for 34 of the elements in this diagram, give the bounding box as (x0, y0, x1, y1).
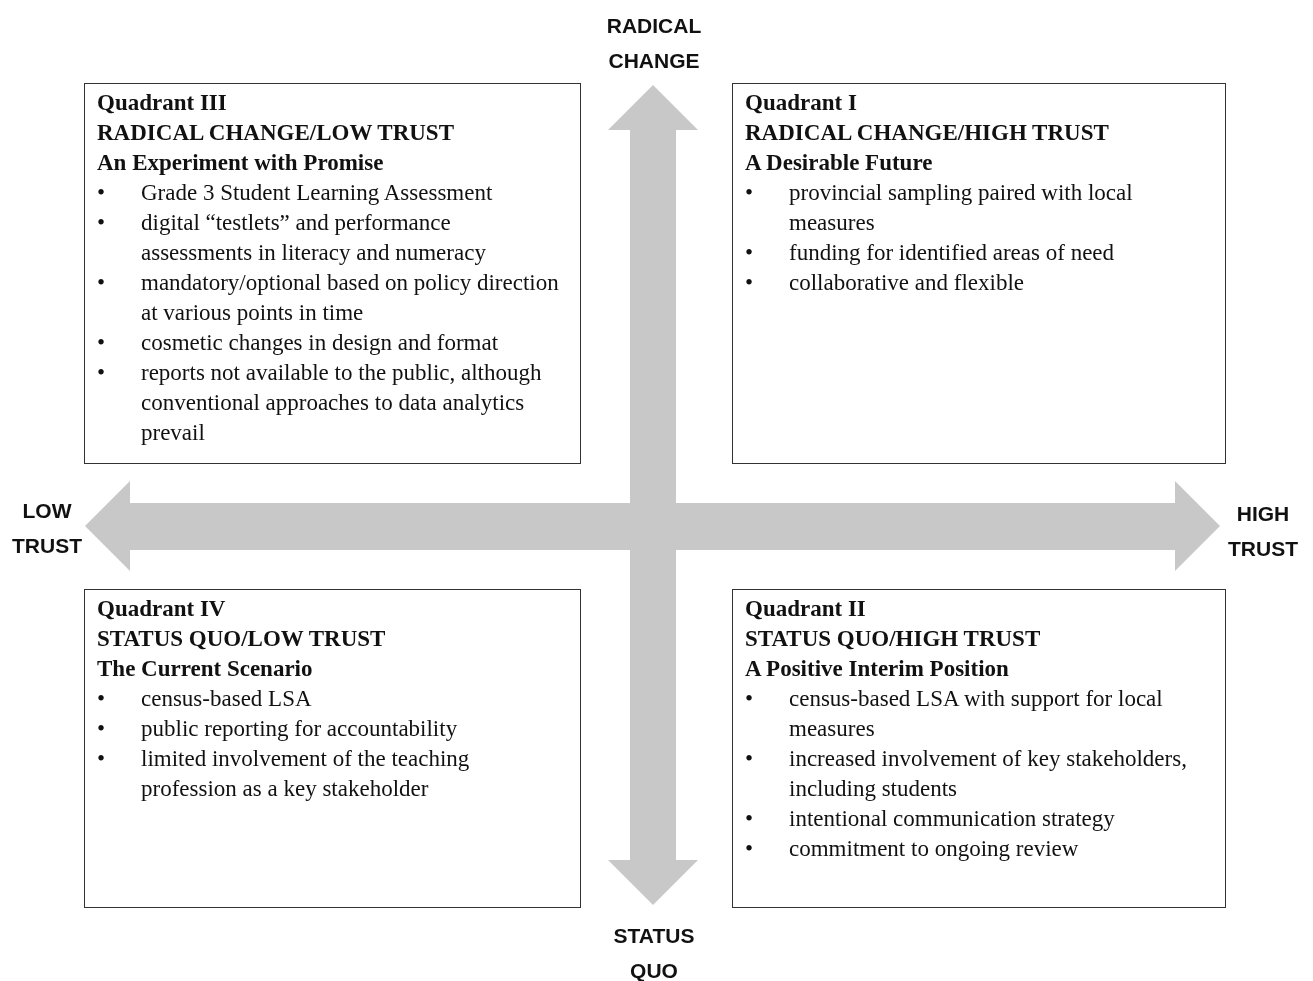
quadrant-heading: RADICAL CHANGE/LOW TRUST (97, 119, 455, 147)
axis-label: LOW TRUST (11, 498, 83, 559)
bullet-item: • limited involvement of the teaching profession as a key stakeholder (97, 745, 471, 803)
bullet-item: • increased involvement of key stakeholders, including students (745, 745, 1188, 803)
bullet-item: • mandatory/optional based on policy direction at various points in time (97, 269, 560, 327)
quadrant-heading: STATUS QUO/HIGH TRUST (745, 625, 1042, 653)
axis-label: RADICAL CHANGE (605, 13, 703, 74)
bullet-item: • census-based LSA (97, 685, 313, 713)
quadrant-heading: STATUS QUO/LOW TRUST (97, 625, 387, 653)
axis-label: HIGH TRUST (1227, 501, 1299, 562)
bullet-item: • public reporting for accountability (97, 715, 459, 743)
quadrant-box (732, 83, 1226, 464)
quadrant-box (84, 83, 581, 464)
quadrant-heading: Quadrant III (97, 89, 228, 117)
quadrant-heading: An Experiment with Promise (97, 149, 385, 177)
bullet-item: • census-based LSA with support for local measures (745, 685, 1164, 743)
quadrant-heading: A Desirable Future (745, 149, 934, 177)
bullet-item: • digital “testlets” and performance assessments in literacy and numeracy (97, 209, 487, 267)
bullet-item: • provincial sampling paired with local measures (745, 179, 1134, 237)
bullet-item: • commitment to ongoing review (745, 835, 1080, 863)
bullet-item: • funding for identified areas of need (745, 239, 1116, 267)
quadrant-box (84, 589, 581, 908)
quadrant-heading: Quadrant IV (97, 595, 227, 623)
bullet-item: • reports not available to the public, although conventional approaches to data analytics prevail (97, 359, 543, 447)
bullet-item: • collaborative and flexible (745, 269, 1025, 297)
quadrant-heading: Quadrant I (745, 89, 858, 117)
bullet-item: • intentional communication strategy (745, 805, 1116, 833)
bullet-item: • Grade 3 Student Learning Assessment (97, 179, 494, 207)
bullet-item: • cosmetic changes in design and format (97, 329, 500, 357)
quadrant-heading: A Positive Interim Position (745, 655, 1010, 683)
quadrant-heading: The Current Scenario (97, 655, 314, 683)
quadrant-heading: RADICAL CHANGE/HIGH TRUST (745, 119, 1110, 147)
quadrant-heading: Quadrant II (745, 595, 867, 623)
quadrant-box (732, 589, 1226, 908)
